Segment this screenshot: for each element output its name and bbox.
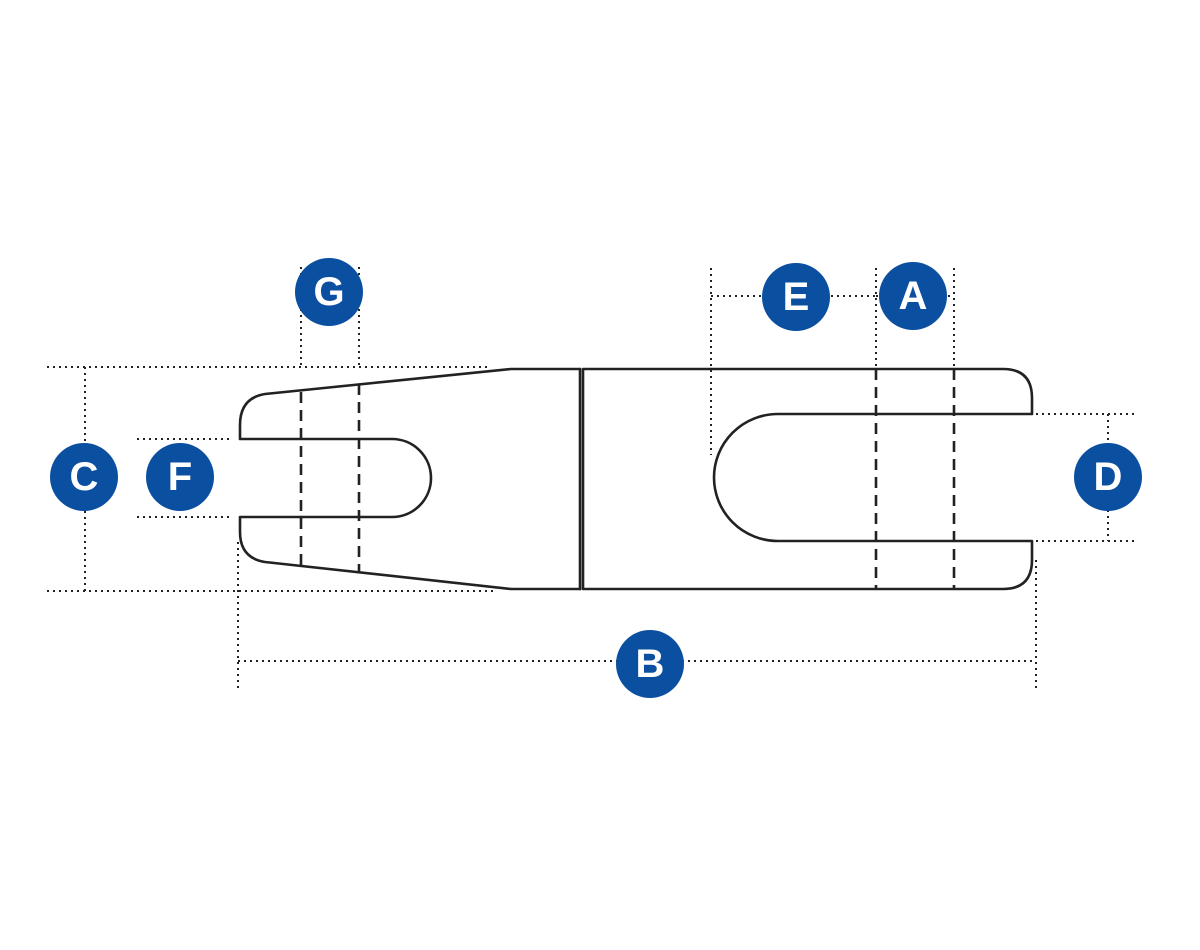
badge-label-b: B — [636, 642, 665, 686]
dimension-badge-c: C — [50, 443, 118, 511]
badge-label-a: A — [899, 274, 928, 318]
dimension-badge-g: G — [295, 258, 363, 326]
dimension-badge-d: D — [1074, 443, 1142, 511]
badge-label-d: D — [1094, 455, 1123, 499]
right-link-half — [581, 367, 1034, 591]
dimension-badge-f: F — [146, 443, 214, 511]
left-link-half — [238, 367, 582, 591]
badge-label-c: C — [70, 455, 99, 499]
badge-label-e: E — [783, 275, 810, 319]
badge-label-g: G — [313, 270, 344, 314]
dimension-badge-b: B — [616, 630, 684, 698]
badge-label-f: F — [168, 455, 192, 499]
dimension-badge-e: E — [762, 263, 830, 331]
right-half-outline — [581, 367, 1034, 591]
dimension-badge-a: A — [879, 262, 947, 330]
left-half-outline — [238, 367, 582, 591]
